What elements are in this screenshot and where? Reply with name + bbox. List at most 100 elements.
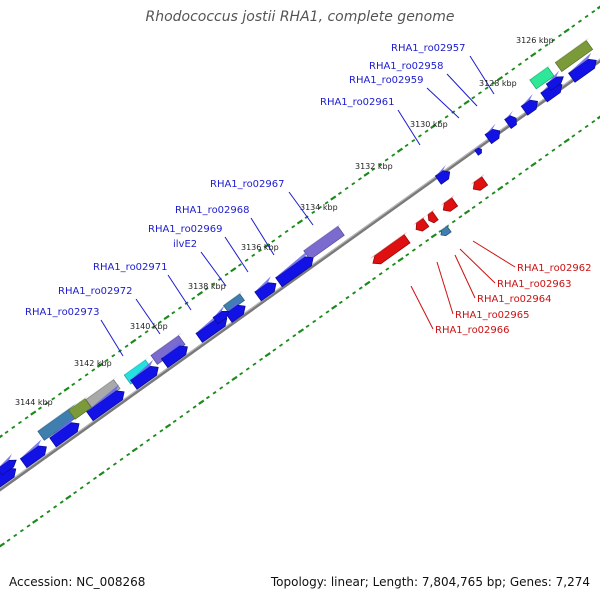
inner-tick-mark [46, 509, 51, 514]
forward-gene-small-a-body [434, 170, 451, 185]
inner-tick-mark [511, 177, 516, 181]
inner-tick-mark [73, 490, 77, 495]
inner-tick-mark [93, 476, 97, 481]
inner-tick-mark [159, 429, 164, 433]
outer-tick-mark [411, 138, 416, 143]
forward-gene-label[interactable]: RHA1_ro02971 [93, 262, 168, 273]
inner-tick-mark [106, 467, 111, 471]
inner-tick-mark [524, 167, 529, 171]
inner-tick-mark [131, 447, 138, 453]
outer-tick-mark [357, 177, 362, 181]
forward-gene-upper-2 [545, 70, 564, 92]
inner-tick-mark [231, 375, 238, 382]
forward-gene-4-top [130, 359, 154, 381]
outer-tick-mark [337, 191, 342, 195]
reverse-gene-label[interactable]: RHA1_ro02962 [517, 263, 592, 274]
reverse-gene-3 [440, 194, 459, 212]
forward-gene-5-body [160, 345, 188, 369]
feature-bar-olive-a-top [68, 395, 88, 411]
outer-tick-mark [77, 377, 82, 382]
inner-tick-mark [19, 528, 24, 533]
outer-tick-mark [584, 14, 589, 19]
reverse-gene-steel [438, 223, 452, 237]
inner-tick-mark [252, 362, 257, 366]
forward-gene-label[interactable]: RHA1_ro02961 [320, 97, 395, 108]
forward-gene-label[interactable]: RHA1_ro02957 [391, 43, 466, 54]
forward-gene-upper-2-body [545, 76, 564, 92]
outer-tick-mark [237, 263, 242, 267]
feature-bar-olive-b [554, 37, 594, 73]
inner-tick-mark [198, 399, 205, 405]
inner-tick-mark [425, 238, 430, 243]
forward-gene-label[interactable]: RHA1_ro02968 [175, 205, 250, 216]
forward-gene-8-body [254, 282, 277, 302]
outer-tick-mark [0, 434, 4, 439]
feature-bar-purple-a [150, 332, 186, 365]
outer-tick-mark [63, 386, 70, 392]
forward-leader-line [250, 217, 275, 256]
forward-leader-line [135, 298, 161, 335]
outer-tick-mark [517, 62, 522, 66]
forward-gene-label[interactable]: RHA1_ro02969 [148, 224, 223, 235]
forward-gene-14-top [568, 52, 592, 74]
inner-tick-mark [411, 248, 416, 252]
outer-tick-mark [563, 28, 570, 34]
outer-tick-mark [296, 219, 304, 225]
inner-tick-mark [146, 438, 151, 442]
forward-gene-label[interactable]: ilvE2 [173, 239, 197, 250]
scale-label: 3128 kbp [479, 79, 517, 88]
inner-tick-mark [325, 310, 330, 314]
forward-leader-line [167, 274, 192, 311]
forward-gene-8 [254, 276, 277, 302]
reverse-leader-line [454, 254, 476, 299]
inner-tick-mark [345, 295, 350, 300]
outer-tick-mark [44, 401, 49, 406]
inner-tick-mark [179, 414, 184, 419]
feature-bar-olive-b-top [555, 37, 590, 63]
outer-tick-mark [277, 234, 282, 238]
forward-gene-3 [86, 384, 125, 422]
feature-bar-purple-b-top [303, 223, 341, 251]
inner-tick-mark [571, 134, 576, 138]
inner-tick-mark [219, 386, 224, 390]
outer-tick-mark [571, 24, 576, 28]
inner-tick-mark [491, 191, 496, 195]
inner-tick-mark [530, 161, 537, 168]
reverse-gene-label[interactable]: RHA1_ro02964 [477, 294, 552, 305]
outer-tick-mark [524, 57, 529, 62]
outer-tick-mark [171, 310, 176, 315]
reverse-gene-3-top [440, 194, 455, 206]
reverse-gene-label[interactable]: RHA1_ro02965 [455, 310, 530, 321]
gene-tracks [0, 52, 597, 488]
reverse-gene-1-top [413, 215, 426, 226]
inner-tick-mark [463, 209, 471, 215]
outer-tick-mark [351, 181, 356, 186]
gene-labels[interactable]: RHA1_ro02957RHA1_ro02958RHA1_ro02959RHA1… [25, 43, 592, 336]
forward-gene-label[interactable]: RHA1_ro02958 [369, 61, 444, 72]
reverse-gene-4 [470, 173, 489, 191]
inner-tick-mark [0, 542, 6, 548]
forward-gene-7 [225, 298, 246, 323]
forward-gene-7-body [225, 304, 246, 323]
reverse-gene-label[interactable]: RHA1_ro02963 [497, 279, 572, 290]
forward-gene-label[interactable]: RHA1_ro02959 [349, 75, 424, 86]
feature-bar-cyan-top [124, 356, 149, 376]
forward-gene-3-body [86, 390, 125, 422]
forward-gene-label[interactable]: RHA1_ro02967 [210, 179, 285, 190]
forward-gene-label[interactable]: RHA1_ro02972 [58, 286, 133, 297]
outer-tick-mark [11, 425, 16, 430]
inner-tick-mark [338, 300, 343, 305]
forward-gene-1 [19, 439, 47, 469]
outer-tick-mark [430, 123, 437, 129]
inner-tick-mark [471, 205, 476, 209]
forward-gene-upper-0-body [0, 459, 17, 476]
inner-tick-mark [225, 381, 230, 385]
forward-gene-upper-0-top [0, 453, 12, 467]
outer-tick-mark [311, 210, 316, 215]
reverse-gene-label[interactable]: RHA1_ro02966 [435, 325, 510, 336]
outer-tick-mark [417, 134, 422, 138]
inner-tick-mark [358, 286, 363, 290]
genome-summary-text: Topology: linear; Length: 7,804,765 bp; … [270, 575, 590, 589]
reverse-leader-line [436, 261, 454, 315]
forward-gene-label[interactable]: RHA1_ro02973 [25, 307, 100, 318]
